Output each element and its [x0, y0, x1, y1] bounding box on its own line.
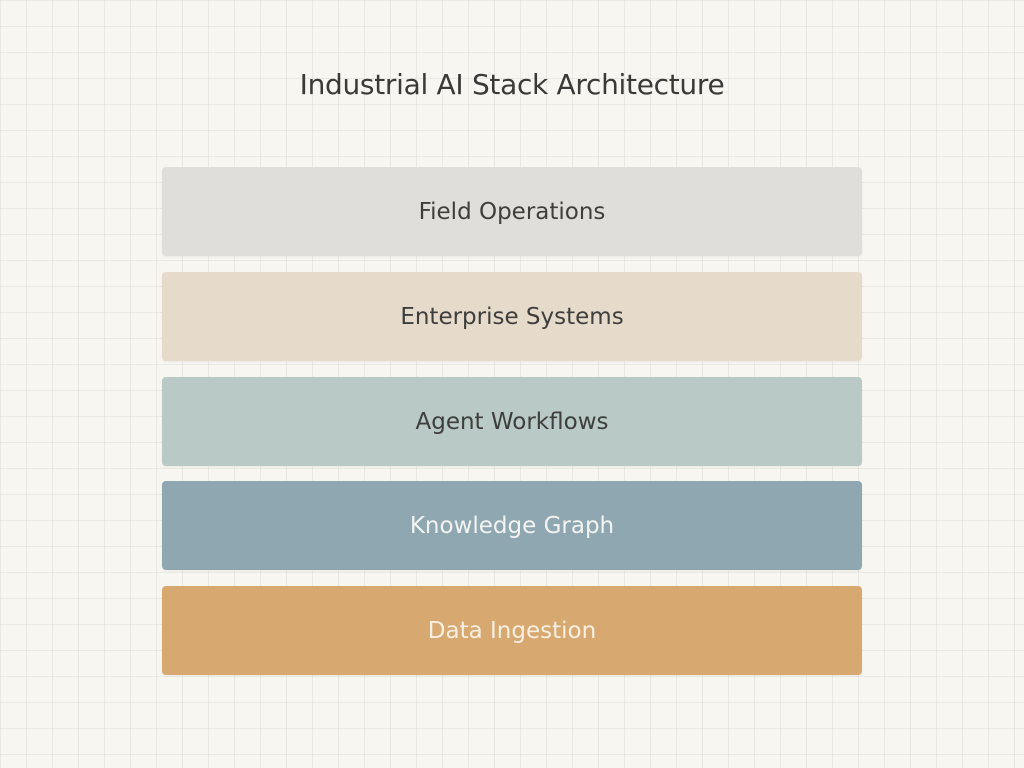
layer-label: Agent Workflows [415, 408, 609, 435]
layer-label: Field Operations [418, 198, 606, 225]
layer-agent-workflows: Agent Workflows [162, 377, 862, 466]
layer-enterprise-systems: Enterprise Systems [162, 272, 862, 361]
layer-label: Data Ingestion [427, 617, 597, 644]
layer-label: Enterprise Systems [400, 303, 624, 330]
layer-knowledge-graph: Knowledge Graph [162, 481, 862, 570]
diagram-title: Industrial AI Stack Architecture [299, 68, 725, 101]
layer-data-ingestion: Data Ingestion [162, 586, 862, 675]
layer-label: Knowledge Graph [409, 512, 615, 539]
layer-field-operations: Field Operations [162, 167, 862, 256]
